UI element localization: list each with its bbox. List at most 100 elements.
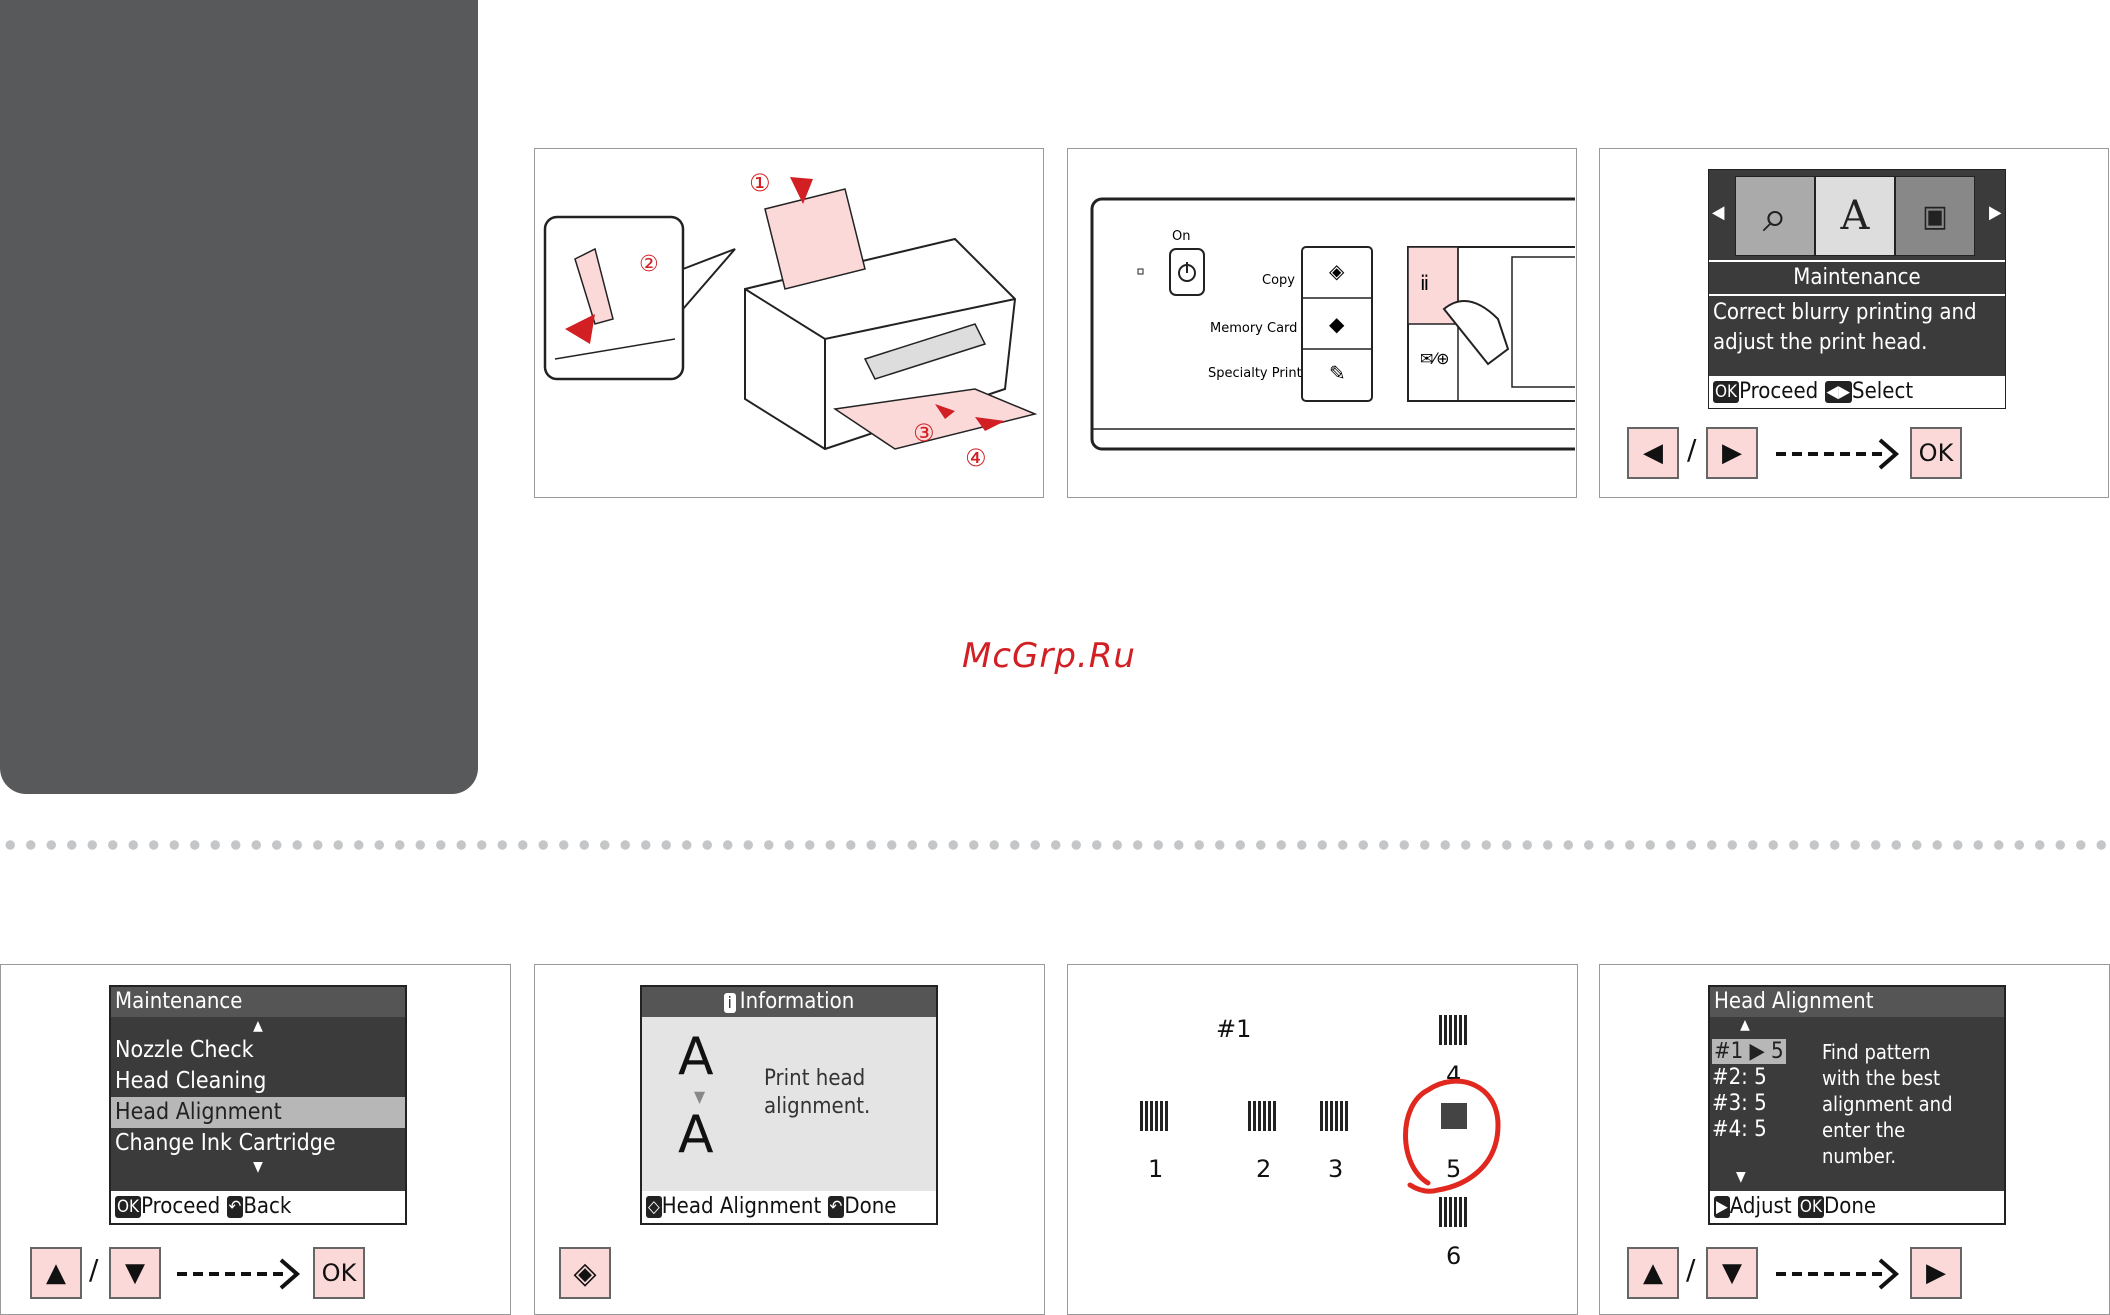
proceed-label: Proceed bbox=[141, 1194, 221, 1219]
pattern-4-bars bbox=[1439, 1015, 1469, 1045]
dashed-arrow-icon bbox=[177, 1258, 301, 1290]
done-label: Done bbox=[844, 1194, 897, 1219]
pattern-number-1: 1 bbox=[1148, 1155, 1164, 1183]
start-button[interactable]: ◈ bbox=[559, 1247, 611, 1299]
menu-item-nozzle-check[interactable]: Nozzle Check bbox=[115, 1037, 254, 1063]
side-tab bbox=[0, 0, 478, 794]
step6-panel: #1 1 2 3 4 5 6 bbox=[1067, 964, 1578, 1315]
menu-item-change-ink-cartridge[interactable]: Change Ink Cartridge bbox=[115, 1130, 336, 1156]
ok-button[interactable]: OK bbox=[313, 1247, 365, 1299]
slash-separator: / bbox=[1687, 433, 1697, 466]
instruction-line-5: number. bbox=[1822, 1144, 1897, 1168]
photo-enhance-icon: ✉⁄⊕ bbox=[1420, 349, 1450, 368]
copy-label: Copy bbox=[1262, 273, 1295, 288]
up-button[interactable]: ▲ bbox=[30, 1247, 82, 1299]
instruction-line-1: Find pattern bbox=[1822, 1040, 1931, 1064]
dashed-arrow-icon bbox=[1776, 1258, 1900, 1290]
instruction-line-3: alignment and bbox=[1822, 1092, 1953, 1116]
proceed-label: Proceed bbox=[1739, 379, 1819, 404]
lcd-line-2: adjust the print head. bbox=[1713, 330, 1928, 355]
left-button[interactable]: ◀ bbox=[1627, 427, 1679, 479]
message-line-1: Print head bbox=[764, 1066, 866, 1091]
alignment-row-4[interactable]: #4: 5 bbox=[1712, 1117, 1786, 1143]
right-triangle-icon: ▶ bbox=[1722, 438, 1742, 468]
maintenance-icon: ⌕ bbox=[1735, 176, 1815, 256]
maintenance-menu: Nozzle Check Head Cleaning Head Alignmen… bbox=[111, 1035, 405, 1159]
done-label: Done bbox=[1823, 1194, 1877, 1219]
pattern-number-5: 5 bbox=[1446, 1155, 1462, 1183]
blurry-a-icon: A bbox=[678, 1027, 714, 1087]
up-triangle-icon: ▲ bbox=[1643, 1258, 1663, 1288]
control-panel-illustration bbox=[1090, 197, 1576, 451]
start-diamond-icon: ◈ bbox=[573, 1255, 597, 1291]
slash-separator: / bbox=[89, 1253, 99, 1286]
row-2-label: #2: bbox=[1712, 1065, 1748, 1090]
lcd-description: Correct blurry printing and adjust the p… bbox=[1709, 296, 2005, 360]
pattern-number-2: 2 bbox=[1256, 1155, 1272, 1183]
row-4-value: 5 bbox=[1754, 1117, 1767, 1142]
back-key-icon: ↶ bbox=[827, 1196, 845, 1218]
pattern-label: #1 bbox=[1216, 1015, 1252, 1043]
setup-icon: ⅱ bbox=[1420, 271, 1430, 295]
step7-panel: Head Alignment ▲ #1 ▶ 5 #2: 5 #3: 5 #4: … bbox=[1599, 964, 2110, 1315]
on-label: On bbox=[1172, 229, 1191, 244]
pattern-3-bars bbox=[1320, 1101, 1350, 1131]
row-3-label: #3: bbox=[1712, 1091, 1748, 1116]
right-key-icon: ▶ bbox=[1714, 1196, 1730, 1218]
pattern-number-3: 3 bbox=[1328, 1155, 1344, 1183]
right-arrow-icon: ▶ bbox=[1989, 202, 2002, 223]
up-triangle-icon: ▲ bbox=[46, 1258, 66, 1288]
lcd-footer: OKProceed ◀▶Select bbox=[1709, 376, 2005, 408]
printer-illustration: ② ① ③ ④ bbox=[543, 169, 1038, 472]
lcd-footer: ◇Head Alignment ↶Done bbox=[642, 1191, 936, 1223]
memory-card-icon: ◆ bbox=[1329, 312, 1345, 336]
specialty-print-label: Specialty Print bbox=[1208, 366, 1302, 381]
memory-card-label: Memory Card bbox=[1210, 321, 1298, 336]
up-button[interactable]: ▲ bbox=[1627, 1247, 1679, 1299]
lcd-title: Maintenance bbox=[111, 987, 405, 1017]
printer-settings-icon: A bbox=[1815, 176, 1895, 256]
dashed-arrow-icon bbox=[1776, 438, 1900, 470]
back-key-icon: ↶ bbox=[226, 1196, 244, 1218]
alignment-row-1[interactable]: #1 ▶ 5 bbox=[1712, 1039, 1786, 1065]
row-1-label: #1 bbox=[1714, 1039, 1744, 1064]
row-3-value: 5 bbox=[1754, 1091, 1767, 1116]
menu-item-head-cleaning[interactable]: Head Cleaning bbox=[115, 1068, 267, 1094]
row-1-value: 5 bbox=[1771, 1039, 1784, 1064]
scroll-up-icon: ▲ bbox=[253, 1018, 263, 1034]
message-line-2: alignment. bbox=[764, 1094, 871, 1119]
pattern-2-bars bbox=[1248, 1101, 1278, 1131]
pattern-5-block bbox=[1441, 1103, 1467, 1129]
callout-4: ④ bbox=[965, 444, 987, 472]
lcd-footer: ▶Adjust OKDone bbox=[1710, 1191, 2004, 1223]
ok-button[interactable]: OK bbox=[1910, 427, 1962, 479]
sharp-a-icon: A bbox=[678, 1105, 714, 1165]
lcd-line-1: Correct blurry printing and bbox=[1713, 300, 1977, 325]
row-1-arrow-icon: ▶ bbox=[1749, 1039, 1765, 1064]
scroll-down-icon: ▼ bbox=[1736, 1169, 1746, 1185]
alignment-row-2[interactable]: #2: 5 bbox=[1712, 1065, 1786, 1091]
icon-carousel: ◀ ⌕ A ▣ ▶ bbox=[1709, 170, 2005, 260]
row-4-label: #4: bbox=[1712, 1117, 1748, 1142]
ok-key-icon: OK bbox=[1797, 1196, 1824, 1218]
specialty-print-icon: ✎ bbox=[1329, 361, 1346, 385]
right-button[interactable]: ▶ bbox=[1706, 427, 1758, 479]
right-button[interactable]: ▶ bbox=[1910, 1247, 1962, 1299]
dotted-divider bbox=[0, 838, 2110, 852]
ok-key-icon: OK bbox=[1713, 381, 1740, 403]
lcd-title: Maintenance bbox=[1709, 260, 2005, 296]
down-button[interactable]: ▼ bbox=[109, 1247, 161, 1299]
back-label: Back bbox=[243, 1194, 292, 1219]
menu-item-head-alignment[interactable]: Head Alignment bbox=[111, 1097, 405, 1128]
maintenance-menu-lcd: Maintenance ▲ Nozzle Check Head Cleaning… bbox=[109, 985, 407, 1225]
pattern-1-bars bbox=[1140, 1101, 1170, 1131]
callout-1: ① bbox=[749, 169, 771, 197]
down-button[interactable]: ▼ bbox=[1706, 1247, 1758, 1299]
right-triangle-icon: ▶ bbox=[1926, 1258, 1946, 1288]
watermark: McGrp.Ru bbox=[962, 636, 1136, 676]
start-key-icon: ◇ bbox=[646, 1196, 662, 1218]
info-icon: i bbox=[723, 993, 736, 1013]
alignment-row-3[interactable]: #3: 5 bbox=[1712, 1091, 1786, 1117]
